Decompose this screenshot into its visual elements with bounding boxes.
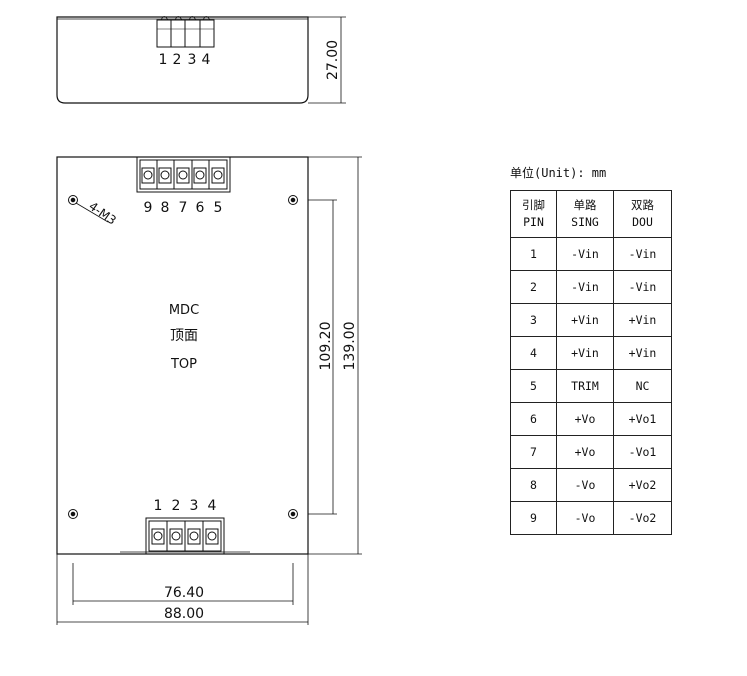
table-cell: -Vo <box>556 501 614 535</box>
model-label: MDC <box>169 303 199 318</box>
table-cell: +Vin <box>556 336 614 370</box>
top-view-body <box>56 156 309 555</box>
side-height-dim-text: 27.00 <box>325 40 341 80</box>
side-view-pin-labels: 1 2 3 4 <box>159 52 211 68</box>
mount-hole-bottom-left <box>68 509 78 519</box>
side-pin-label: 2 <box>173 52 182 68</box>
table-row: 9-Vo-Vo2 <box>510 501 672 535</box>
table-cell: +Vo <box>556 435 614 469</box>
table-cell: -Vo2 <box>613 501 672 535</box>
top-pin-label: 5 <box>214 200 223 216</box>
table-row: 4+Vin+Vin <box>510 336 672 370</box>
hole-height-dim-text: 109.20 <box>318 322 334 371</box>
table-cell: NC <box>613 369 672 403</box>
table-cell: 4 <box>510 336 557 370</box>
table-cell: +Vo <box>556 402 614 436</box>
table-cell: -Vin <box>556 270 614 304</box>
bottom-pin-labels: 1 2 3 4 <box>154 498 217 514</box>
side-pin-label: 4 <box>202 52 211 68</box>
body-width-dim-text: 88.00 <box>164 606 204 622</box>
top-pin-label: 7 <box>179 200 188 216</box>
bottom-pin-label: 3 <box>190 498 199 514</box>
table-cell: 5 <box>510 369 557 403</box>
table-cell: 1 <box>510 237 557 271</box>
top-terminal-block <box>136 156 231 193</box>
top-pin-label: 6 <box>196 200 205 216</box>
mounting-holes <box>68 195 298 519</box>
top-terminal-screws <box>141 167 225 184</box>
table-row: 7+Vo-Vo1 <box>510 435 672 469</box>
mount-hole-label: 4-M3 <box>86 199 119 228</box>
table-cell: -Vin <box>613 270 672 304</box>
table-cell: 7 <box>510 435 557 469</box>
table-row: 6+Vo+Vo1 <box>510 402 672 436</box>
table-cell: -Vo1 <box>613 435 672 469</box>
hole-width-dim-text: 76.40 <box>164 585 204 601</box>
table-cell: 8 <box>510 468 557 502</box>
side-pin-label: 3 <box>188 52 197 68</box>
body-width-dimension <box>56 554 309 625</box>
mount-hole-top-left <box>68 195 78 205</box>
top-view <box>56 156 362 625</box>
top-pin-label: 8 <box>161 200 170 216</box>
top-pin-label: 9 <box>144 200 153 216</box>
table-cell: +Vo1 <box>613 402 672 436</box>
hole-width-dimension <box>72 563 294 605</box>
table-cell: -Vo <box>556 468 614 502</box>
bottom-pin-label: 1 <box>154 498 163 514</box>
bottom-pin-label: 4 <box>208 498 217 514</box>
mount-hole-leader <box>75 202 109 223</box>
side-terminal-block <box>156 16 215 48</box>
side-height-dimension <box>308 16 346 104</box>
table-cell: -Vin <box>613 237 672 271</box>
mount-hole-top-right <box>288 195 298 205</box>
bottom-pin-label: 2 <box>172 498 181 514</box>
table-cell: +Vin <box>613 303 672 337</box>
table-row: 2-Vin-Vin <box>510 270 672 304</box>
top-pin-labels: 9 8 7 6 5 <box>144 200 223 216</box>
hole-height-dimension <box>308 199 337 515</box>
top-label-cn: 顶面 <box>170 328 198 344</box>
side-view-body <box>56 16 309 104</box>
table-cell: +Vin <box>556 303 614 337</box>
table-cell: 3 <box>510 303 557 337</box>
table-cell: -Vin <box>556 237 614 271</box>
bottom-terminal-block <box>120 517 250 555</box>
table-cell: TRIM <box>556 369 614 403</box>
table-row: 8-Vo+Vo2 <box>510 468 672 502</box>
body-height-dimension <box>308 156 362 555</box>
table-row: 1-Vin-Vin <box>510 237 672 271</box>
table-cell: 2 <box>510 270 557 304</box>
body-height-dim-text: 139.00 <box>342 322 358 371</box>
mount-hole-bottom-right <box>288 509 298 519</box>
table-cell: +Vin <box>613 336 672 370</box>
table-cell: 9 <box>510 501 557 535</box>
side-view <box>56 16 346 104</box>
bottom-terminal-screws <box>151 528 219 545</box>
table-cell: 6 <box>510 402 557 436</box>
unit-label: 单位(Unit): mm <box>510 166 607 180</box>
table-cell: +Vo2 <box>613 468 672 502</box>
side-pin-label: 1 <box>159 52 168 68</box>
table-row: 3+Vin+Vin <box>510 303 672 337</box>
top-label-en: TOP <box>170 357 197 372</box>
